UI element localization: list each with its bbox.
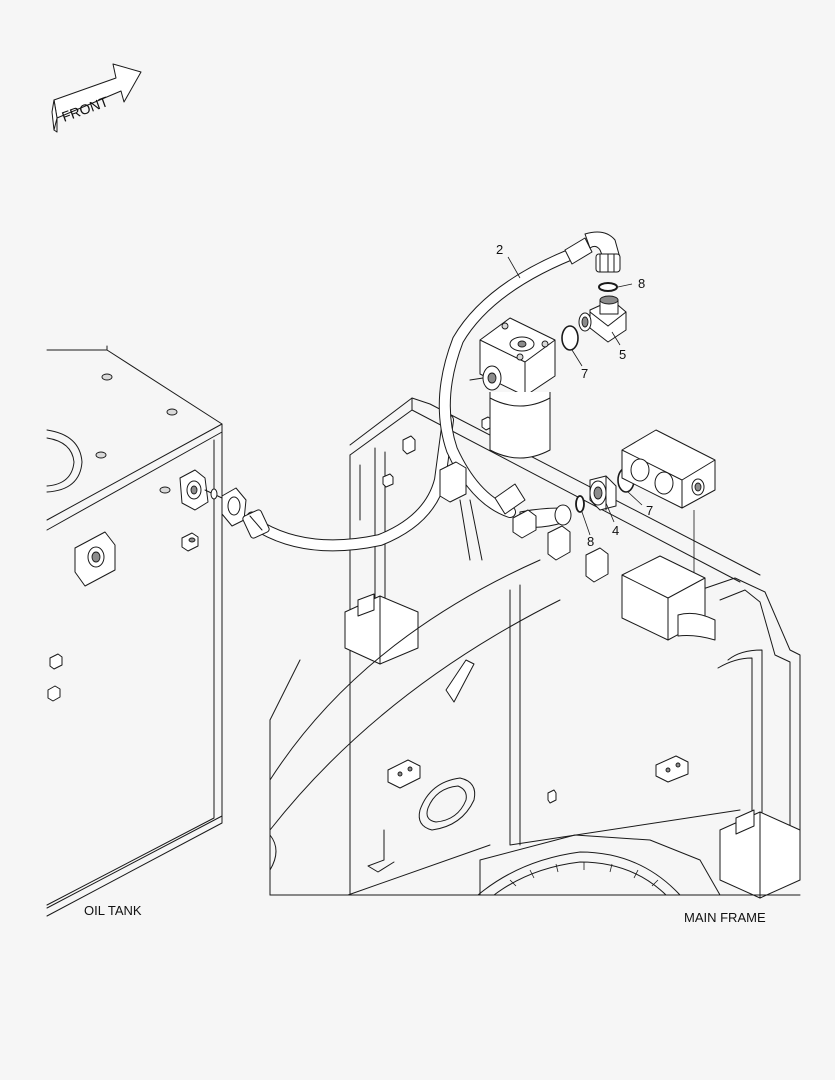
callout-hose: 2 bbox=[496, 242, 503, 257]
oring-upper bbox=[561, 325, 579, 351]
seal-lower bbox=[575, 495, 585, 513]
elbow-fitting-5 bbox=[578, 295, 627, 343]
leader-lines bbox=[507, 256, 643, 536]
callout-seal-upper: 8 bbox=[638, 276, 645, 291]
hose-2 bbox=[438, 231, 621, 528]
callout-oring-upper: 7 bbox=[581, 366, 588, 381]
main-frame bbox=[269, 397, 801, 899]
cross-member-blocks bbox=[439, 461, 716, 641]
callout-elbow: 5 bbox=[619, 347, 626, 362]
tank-hose bbox=[242, 414, 454, 552]
caption-oil-tank: OIL TANK bbox=[84, 903, 142, 918]
tank-outlet-fittings bbox=[179, 469, 259, 529]
callout-labels: 2 8 5 7 4 8 7 bbox=[496, 242, 653, 549]
valve-block bbox=[621, 429, 716, 580]
oil-tank bbox=[46, 345, 223, 917]
connector-4 bbox=[589, 475, 617, 511]
callout-connector: 4 bbox=[612, 523, 619, 538]
callout-seal-lower: 8 bbox=[587, 534, 594, 549]
filter-assembly bbox=[469, 317, 556, 459]
callout-oring-lower: 7 bbox=[646, 503, 653, 518]
seal-upper bbox=[598, 282, 618, 292]
front-arrow: FRONT bbox=[51, 63, 142, 133]
caption-main-frame: MAIN FRAME bbox=[684, 910, 766, 925]
